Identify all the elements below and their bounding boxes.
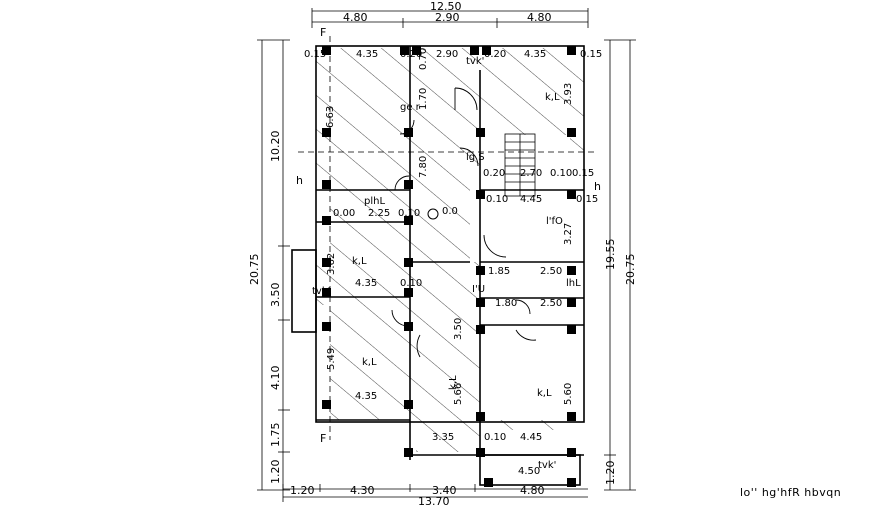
dim-top-right: 4.80 <box>527 11 552 24</box>
left-dimension-lines <box>257 39 290 491</box>
inner-dim: 2.50 <box>540 298 562 309</box>
room-label: ge r <box>400 102 421 113</box>
dim-bottom-overall: 13.70 <box>418 495 450 508</box>
room-label: l'fO <box>546 216 563 227</box>
drawing-caption: lo'' hg'hfR hbvqn <box>740 486 842 499</box>
inner-dim: 1.85 <box>488 266 510 277</box>
inner-dimensions: 0.15 4.35 0.20 2.90 0.20 4.35 0.15 6.63 … <box>304 48 602 477</box>
inner-dim: 4.35 <box>524 49 546 60</box>
bottom-dimension-lines <box>282 484 588 502</box>
room-label: plhL <box>364 196 385 207</box>
inner-dim: 0.0 <box>442 206 458 217</box>
inner-dim: 0.10 <box>484 432 506 443</box>
room-label: I'U <box>472 284 485 295</box>
inner-dim: 5.60 <box>563 383 574 405</box>
inner-dim: 3.27 <box>563 223 574 245</box>
inner-dim: 2.70 <box>520 168 542 179</box>
doors <box>391 87 537 358</box>
dim-left-a: 10.20 <box>269 131 282 163</box>
room-label: lg S <box>466 152 485 163</box>
inner-dim: 3.93 <box>563 83 574 105</box>
dim-bottom-a: 1.20 <box>290 484 315 497</box>
dim-left-b: 3.50 <box>269 283 282 308</box>
dim-bottom-d: 4.80 <box>520 484 545 497</box>
dim-right-inner: 19.55 <box>604 239 617 271</box>
inner-dim: 0.20 <box>483 168 505 179</box>
inner-dim: 5.66 <box>453 383 464 405</box>
inner-dim: 4.35 <box>356 49 378 60</box>
room-label: lhL <box>566 278 581 289</box>
room-label: k,L <box>545 92 560 103</box>
inner-dim: 0.15 <box>304 49 326 60</box>
inner-dim: 4.35 <box>355 278 377 289</box>
dim-top-overall: 12.50 <box>430 0 462 13</box>
inner-dim: 4.50 <box>518 466 540 477</box>
inner-dim: 0.10 <box>398 208 420 219</box>
north-marker-bottom: F <box>320 432 326 445</box>
top-dimension-lines <box>311 8 589 28</box>
north-marker: F <box>320 26 326 39</box>
staircase <box>504 133 536 197</box>
right-dimension-lines <box>604 39 636 491</box>
inner-dim: 0.10 <box>550 168 572 179</box>
room-label: tvk' <box>538 460 556 471</box>
hatched-slab <box>316 48 584 452</box>
dim-right-overall: 20.75 <box>624 254 637 286</box>
inner-dim: 2.50 <box>540 266 562 277</box>
level-marker <box>427 208 439 220</box>
inner-dim: 1.80 <box>495 298 517 309</box>
room-label: k,L <box>448 375 459 390</box>
inner-dim: 7.80 <box>418 156 429 178</box>
inner-dim: 2.90 <box>436 49 458 60</box>
inner-dim: 0.15 <box>572 168 594 179</box>
inner-dim: 0.20 <box>484 49 506 60</box>
inner-dim: 0.15 <box>580 49 602 60</box>
dim-left-d: 1.75 <box>269 423 282 448</box>
dim-top-left: 4.80 <box>343 11 368 24</box>
room-label: k,L <box>537 388 552 399</box>
inner-dim: 0.10 <box>486 194 508 205</box>
section-marker-b: h <box>594 180 601 193</box>
dim-top-mid: 2.90 <box>435 11 460 24</box>
inner-dim: 6.63 <box>325 106 336 128</box>
inner-dim: 3.35 <box>432 432 454 443</box>
room-label: k,L <box>352 256 367 267</box>
columns <box>322 46 576 487</box>
inner-dim: 0.15 <box>576 194 598 205</box>
inner-dim: 0.10 <box>400 278 422 289</box>
inner-dim: 0.20 <box>400 49 422 60</box>
inner-dim: 5.49 <box>326 348 337 370</box>
dim-bottom-b: 4.30 <box>350 484 375 497</box>
room-label: k,L <box>362 357 377 368</box>
dim-bottom-c: 3.40 <box>432 484 457 497</box>
inner-dim: 0.70 <box>418 48 429 70</box>
inner-dim: 2.25 <box>368 208 390 219</box>
dim-left-c: 4.10 <box>269 366 282 391</box>
inner-dim: 1.70 <box>418 88 429 110</box>
room-label: tvk' <box>466 56 484 67</box>
inner-dim: 4.45 <box>520 432 542 443</box>
inner-dim: 3.62 <box>326 253 337 275</box>
inner-dim: 0.00 <box>333 208 355 219</box>
section-lines <box>298 36 598 440</box>
inner-dim: 3.50 <box>453 318 464 340</box>
dim-left-e: 1.20 <box>269 460 282 485</box>
section-marker-a: h <box>296 174 303 187</box>
dim-right-bottom: 1.20 <box>604 461 617 486</box>
room-label: tvk' <box>312 286 330 297</box>
dim-left-overall: 20.75 <box>248 254 261 286</box>
walls <box>291 45 585 486</box>
inner-dim: 4.35 <box>355 391 377 402</box>
room-labels: k,L k,L k,L k,L k,L l'fO plhL I'U ge r l… <box>312 56 581 471</box>
inner-dim: 4.45 <box>520 194 542 205</box>
